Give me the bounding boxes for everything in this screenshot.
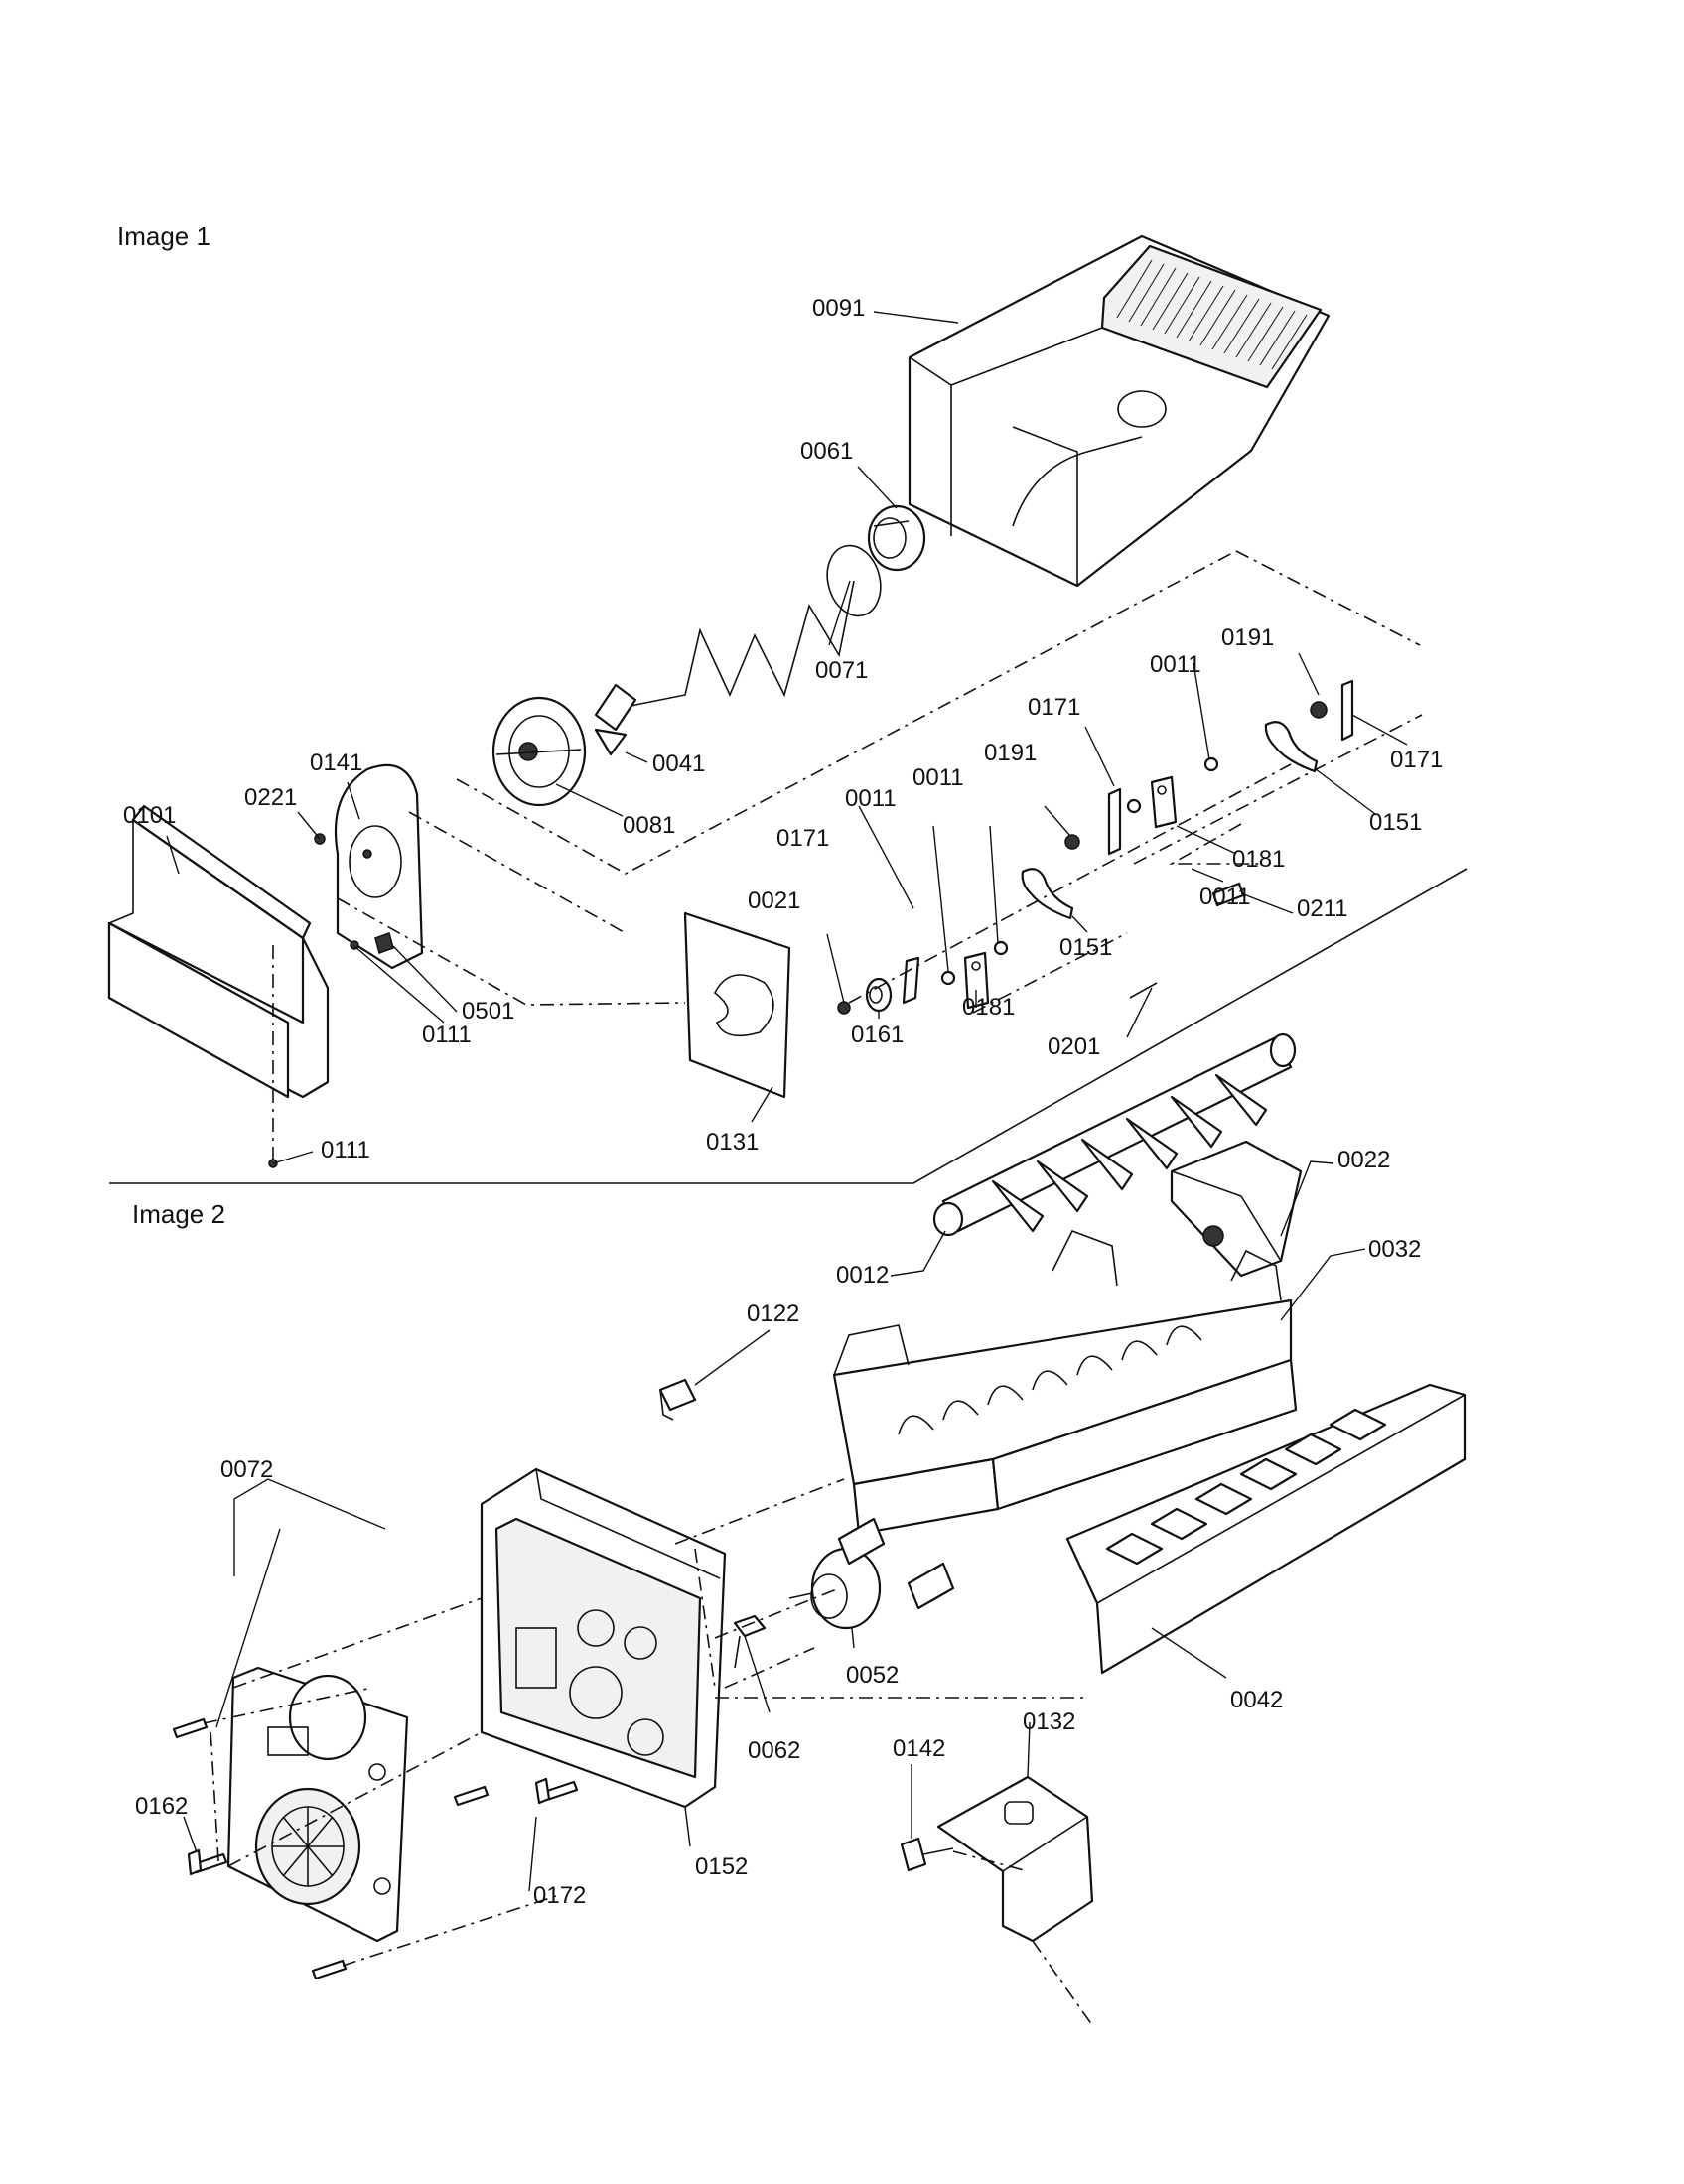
label-0021: 0021 bbox=[748, 887, 800, 914]
leader-lines-image-2 bbox=[183, 1160, 1366, 1892]
bolt-0142 bbox=[900, 1837, 954, 1872]
bracket-plate-0131 bbox=[683, 911, 791, 1099]
label-0181-b: 0181 bbox=[1232, 846, 1285, 873]
washer-0011-c bbox=[1126, 798, 1142, 814]
ejector-shaft-0012 bbox=[932, 1032, 1297, 1237]
label-0111-a: 0111 bbox=[422, 1022, 472, 1048]
ice-bucket-0091 bbox=[908, 234, 1331, 588]
screw-0172 bbox=[534, 1777, 551, 1805]
ice-mold-0032 bbox=[832, 1229, 1298, 1536]
bushing-0161 bbox=[865, 977, 893, 1013]
leader-lines-image-1 bbox=[166, 311, 1408, 1164]
label-0041: 0041 bbox=[652, 751, 705, 777]
arm-0171-a bbox=[902, 956, 920, 1005]
blade-0041 bbox=[594, 683, 637, 756]
label-0221: 0221 bbox=[244, 784, 297, 811]
label-0152: 0152 bbox=[695, 1853, 748, 1880]
label-0131: 0131 bbox=[706, 1129, 759, 1156]
bracket-cover-0132 bbox=[936, 1775, 1094, 1943]
front-cover-0101 bbox=[107, 804, 330, 1099]
label-0141: 0141 bbox=[310, 750, 362, 776]
link-0181-a bbox=[963, 951, 990, 1010]
label-0171-a: 0171 bbox=[776, 825, 829, 852]
cam-0151-a bbox=[1021, 868, 1074, 920]
clip-0122 bbox=[658, 1378, 697, 1421]
label-0151-a: 0151 bbox=[1059, 934, 1112, 961]
bracket-0022 bbox=[1170, 1140, 1303, 1278]
label-0042: 0042 bbox=[1230, 1687, 1283, 1713]
label-0191-a: 0191 bbox=[984, 740, 1037, 766]
section-divider bbox=[109, 868, 1468, 1184]
label-0211: 0211 bbox=[1297, 895, 1348, 922]
pin-0201 bbox=[1129, 982, 1158, 999]
label-0062: 0062 bbox=[748, 1737, 800, 1764]
label-0012: 0012 bbox=[836, 1262, 889, 1289]
label-0032: 0032 bbox=[1368, 1236, 1421, 1263]
label-0181-a: 0181 bbox=[962, 994, 1015, 1021]
label-0052: 0052 bbox=[846, 1662, 899, 1689]
disc-0061 bbox=[867, 504, 926, 572]
ice-wheel-0081 bbox=[491, 696, 587, 807]
thermistor-0062 bbox=[733, 1614, 767, 1669]
label-0161: 0161 bbox=[851, 1022, 904, 1048]
cam-0151-b bbox=[1264, 721, 1319, 773]
shaft-pins bbox=[837, 1517, 955, 1610]
cover-strip-0042 bbox=[1065, 1383, 1467, 1675]
label-0011-d: 0011 bbox=[1199, 884, 1251, 910]
label-0061: 0061 bbox=[800, 438, 853, 465]
label-0162: 0162 bbox=[135, 1793, 188, 1820]
label-0142: 0142 bbox=[893, 1735, 945, 1762]
washer-0011-b bbox=[993, 940, 1009, 956]
spring-0191-b bbox=[1310, 701, 1328, 719]
label-0122: 0122 bbox=[747, 1300, 799, 1327]
label-0151-b: 0151 bbox=[1369, 809, 1422, 836]
switch-0211 bbox=[1211, 882, 1245, 907]
label-0111-b: 0111 bbox=[321, 1137, 370, 1163]
washer-0011-d bbox=[1203, 756, 1219, 772]
label-0172: 0172 bbox=[533, 1882, 586, 1909]
label-0071: 0071 bbox=[815, 657, 868, 684]
label-0081: 0081 bbox=[623, 812, 675, 839]
label-0132: 0132 bbox=[1023, 1708, 1075, 1735]
label-0091: 0091 bbox=[812, 295, 865, 322]
arm-0171-c bbox=[1340, 679, 1354, 742]
motor-0052 bbox=[788, 1547, 882, 1630]
section-title-image-1: Image 1 bbox=[117, 221, 210, 251]
label-0072: 0072 bbox=[220, 1456, 273, 1483]
screw-set bbox=[172, 1717, 579, 1980]
label-0201: 0201 bbox=[1048, 1033, 1100, 1060]
label-0101: 0101 bbox=[123, 802, 176, 829]
clip-0501 bbox=[374, 932, 394, 954]
label-0011-b: 0011 bbox=[912, 764, 964, 791]
assembly-guides-image-2 bbox=[203, 1478, 1093, 2026]
label-0011-c: 0011 bbox=[1150, 651, 1201, 678]
washer-0011-a bbox=[940, 970, 956, 986]
screw-0162 bbox=[187, 1848, 203, 1876]
label-0011-a: 0011 bbox=[845, 785, 897, 812]
section-title-image-2: Image 2 bbox=[132, 1199, 225, 1229]
nut-0021 bbox=[837, 1001, 851, 1015]
label-0191-b: 0191 bbox=[1221, 624, 1274, 651]
label-0171-b: 0171 bbox=[1028, 694, 1080, 721]
housing-0152 bbox=[480, 1467, 727, 1809]
motor-housing-0141 bbox=[334, 763, 424, 970]
assembly-guides-image-1 bbox=[272, 550, 1423, 1163]
arm-0171-b bbox=[1107, 787, 1122, 856]
motor-module-0072 bbox=[226, 1666, 409, 1943]
label-0171-c: 0171 bbox=[1390, 747, 1443, 773]
spring-0191-a bbox=[1064, 834, 1080, 850]
link-0181-b bbox=[1150, 775, 1178, 829]
auger-wire-0071 bbox=[595, 544, 882, 716]
label-0022: 0022 bbox=[1337, 1147, 1390, 1173]
label-0501: 0501 bbox=[462, 998, 514, 1024]
